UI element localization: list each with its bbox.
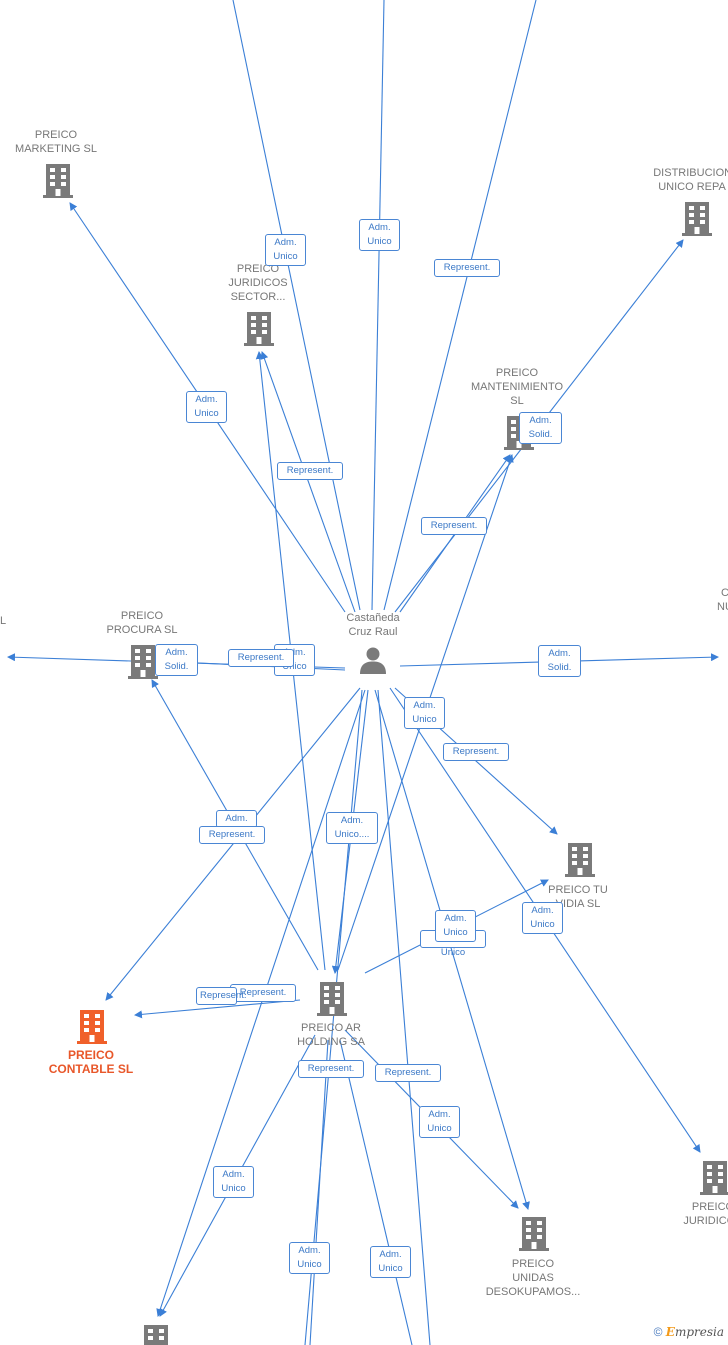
building-icon (317, 982, 347, 1016)
edge-label[interactable]: Represent. (434, 259, 500, 277)
edge-line (134, 999, 301, 1019)
center-person-node[interactable]: Castañeda Cruz Raul (330, 611, 416, 679)
edge-line (339, 1039, 413, 1345)
edge-label[interactable]: Adm. Solid. (519, 412, 562, 444)
building-icon (144, 1325, 168, 1345)
company-label: PREICO TU VIDIA SL (548, 884, 608, 910)
company-label: L (0, 615, 7, 627)
company-label: PREICO MARKETING SL (15, 129, 97, 155)
building-icon (565, 843, 595, 877)
edge-line (105, 687, 361, 1001)
edge-label[interactable]: Adm. Unico (265, 234, 306, 266)
edge-label[interactable]: Adm. Solid. (538, 645, 581, 677)
edge-label[interactable]: Represent. (228, 649, 294, 667)
edge-line (260, 351, 356, 613)
company-label: PREICO CONTABLE SL (48, 1048, 134, 1076)
edge-line (377, 689, 431, 1345)
edge-label[interactable]: Represent. (421, 517, 487, 535)
edge-label[interactable]: Represent. (443, 743, 509, 761)
company-label: PREICO AR HOLDING SA (297, 1022, 365, 1048)
building-icon-highlight (77, 1010, 107, 1044)
edge-line (232, 0, 361, 611)
building-icon (682, 202, 712, 236)
empresia-logo: Empresia (665, 1325, 724, 1339)
building-icon (519, 1217, 549, 1251)
edge-line (304, 689, 363, 1345)
edge-label[interactable]: Adm. Unico (213, 1166, 254, 1198)
company-node-right-partial[interactable]: C NU (710, 586, 728, 614)
company-label: PREICO PROCURA SL (106, 610, 178, 636)
edge-label[interactable]: Adm. Unico (359, 219, 400, 251)
company-node-ar-holding[interactable]: PREICO AR HOLDING SA (285, 1021, 377, 1049)
empresia-watermark: © Empresia (654, 1325, 724, 1339)
edge-label[interactable]: Represent. (375, 1064, 441, 1082)
company-label: C NU (717, 587, 728, 613)
person-icon (360, 647, 386, 674)
company-node-distribuciones[interactable]: DISTRIBUCIONES UNICO REPA SL (640, 166, 728, 194)
company-node-tu-vidia[interactable]: PREICO TU VIDIA SL (533, 883, 623, 911)
company-label: PREICO MANTENIMIENTO SL (470, 367, 564, 407)
company-label: DISTRIBUCIONES UNICO REPA SL (653, 167, 728, 193)
company-label: PREICO JURIDICOS (683, 1201, 728, 1227)
edge-line (374, 689, 530, 1210)
company-node-left-partial[interactable]: L (0, 614, 10, 628)
building-icon (244, 312, 274, 346)
edge-label[interactable]: Adm. Unico (186, 391, 227, 423)
edge-line (383, 0, 537, 611)
company-node-juridicos-right[interactable]: PREICO JURIDICOS (668, 1200, 728, 1228)
edge-label[interactable]: Represent. (298, 1060, 364, 1078)
edge-label[interactable]: Represent. (199, 826, 265, 844)
edge-line (309, 1039, 329, 1345)
edge-line (371, 0, 385, 611)
edge-label[interactable]: Adm. Unico (419, 1106, 460, 1138)
edge-label[interactable]: Adm. Unico.... (326, 812, 378, 844)
company-node-juridicos-sector[interactable]: PREICO JURIDICOS SECTOR... (210, 262, 306, 304)
person-name: Castañeda Cruz Raul (346, 612, 400, 638)
company-node-contable[interactable]: PREICO CONTABLE SL (36, 1048, 146, 1076)
edge-label[interactable]: Adm. Unico (522, 902, 563, 934)
edge-label[interactable]: Adm. Unico (289, 1242, 330, 1274)
edge-label[interactable]: Adm. Solid. (155, 644, 198, 676)
company-node-marketing[interactable]: PREICO MARKETING SL (6, 128, 106, 156)
company-label: PREICO JURIDICOS SECTOR... (228, 263, 288, 303)
company-label: PREICO UNIDAS DESOKUPAMOS... (485, 1258, 581, 1298)
edge-label[interactable]: Adm. Unico (404, 697, 445, 729)
company-node-unidas[interactable]: PREICO UNIDAS DESOKUPAMOS... (474, 1257, 592, 1299)
edge-label[interactable]: Adm. Unico (435, 910, 476, 942)
edge-label[interactable]: Represent. (196, 987, 246, 1005)
copyright-symbol: © (653, 1325, 663, 1339)
building-icon (700, 1161, 728, 1195)
company-node-procura[interactable]: PREICO PROCURA SL (92, 609, 192, 637)
building-icon (128, 645, 158, 679)
edge-label[interactable]: Represent. (277, 462, 343, 480)
company-node-mantenimiento[interactable]: PREICO MANTENIMIENTO SL (462, 366, 572, 408)
building-icon (43, 164, 73, 198)
edge-label[interactable]: Adm. Unico (370, 1246, 411, 1278)
